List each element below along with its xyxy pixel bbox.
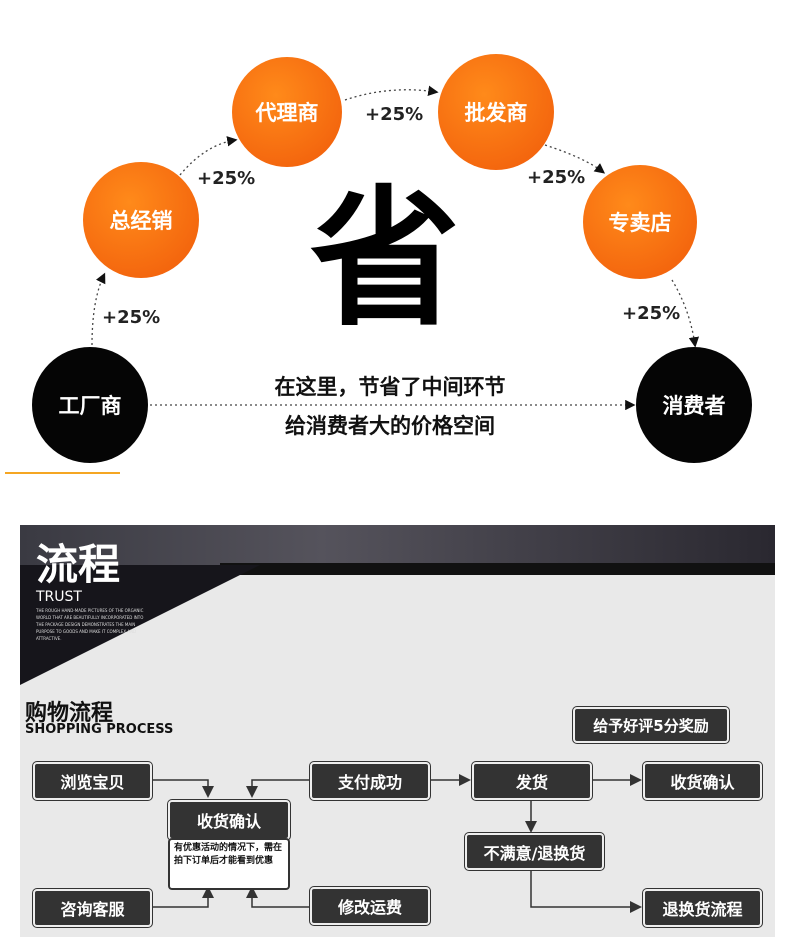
dotted-arrows xyxy=(91,85,700,411)
banner-subtitle: TRUST xyxy=(36,589,82,605)
step-return-process: 退换货流程 xyxy=(643,889,762,927)
step-consult: 咨询客服 xyxy=(33,889,152,927)
banner-title: 流程 xyxy=(36,540,121,589)
banner-blurb: THE ROUGH HAND-MADE PICTURES OF THE ORGA… xyxy=(36,608,144,641)
node-agent: 代理商 xyxy=(232,57,342,167)
node-wholesaler: 批发商 xyxy=(438,54,554,170)
step-confirm-receipt: 收货确认 xyxy=(643,762,762,800)
node-consumer: 消费者 xyxy=(636,347,752,463)
step-browse: 浏览宝贝 xyxy=(33,762,152,800)
banner-triangle xyxy=(20,565,260,685)
step-ship: 发货 xyxy=(472,762,592,800)
node-distributor: 总经销 xyxy=(83,162,199,278)
node-factory: 工厂商 xyxy=(32,347,148,463)
process-title: 购物流程 xyxy=(25,701,114,726)
divider-line xyxy=(5,472,120,474)
markup-label: +25% xyxy=(622,303,681,324)
markup-label: +25% xyxy=(197,168,256,189)
reward-badge: 给予好评5分奖励 xyxy=(573,707,729,743)
markup-label: +25% xyxy=(102,307,161,328)
step-unsatisfied: 不满意/退换货 xyxy=(465,833,604,870)
save-char: 省 xyxy=(310,173,461,347)
step-modify-shipping: 修改运费 xyxy=(310,887,430,925)
banner-strip xyxy=(220,563,775,575)
markup-label: +25% xyxy=(527,167,586,188)
process-subtitle: SHOPPING PROCESS xyxy=(25,722,174,737)
slogan-line-1: 在这里，节省了中间环节 xyxy=(274,375,506,399)
step-confirm-receipt-center: 收货确认 xyxy=(168,800,290,840)
step-pay: 支付成功 xyxy=(310,762,430,800)
node-store: 专卖店 xyxy=(583,165,697,279)
markup-label: +25% xyxy=(365,104,424,125)
discount-note: 有优惠活动的情况下，需在拍下订单后才能看到优惠 xyxy=(168,838,290,890)
slogan-line-2: 给消费者大的价格空间 xyxy=(285,414,495,438)
process-arrows xyxy=(150,774,642,913)
process-panel: 流程 TRUST THE ROUGH HAND-MADE PICTURES OF… xyxy=(20,525,775,937)
